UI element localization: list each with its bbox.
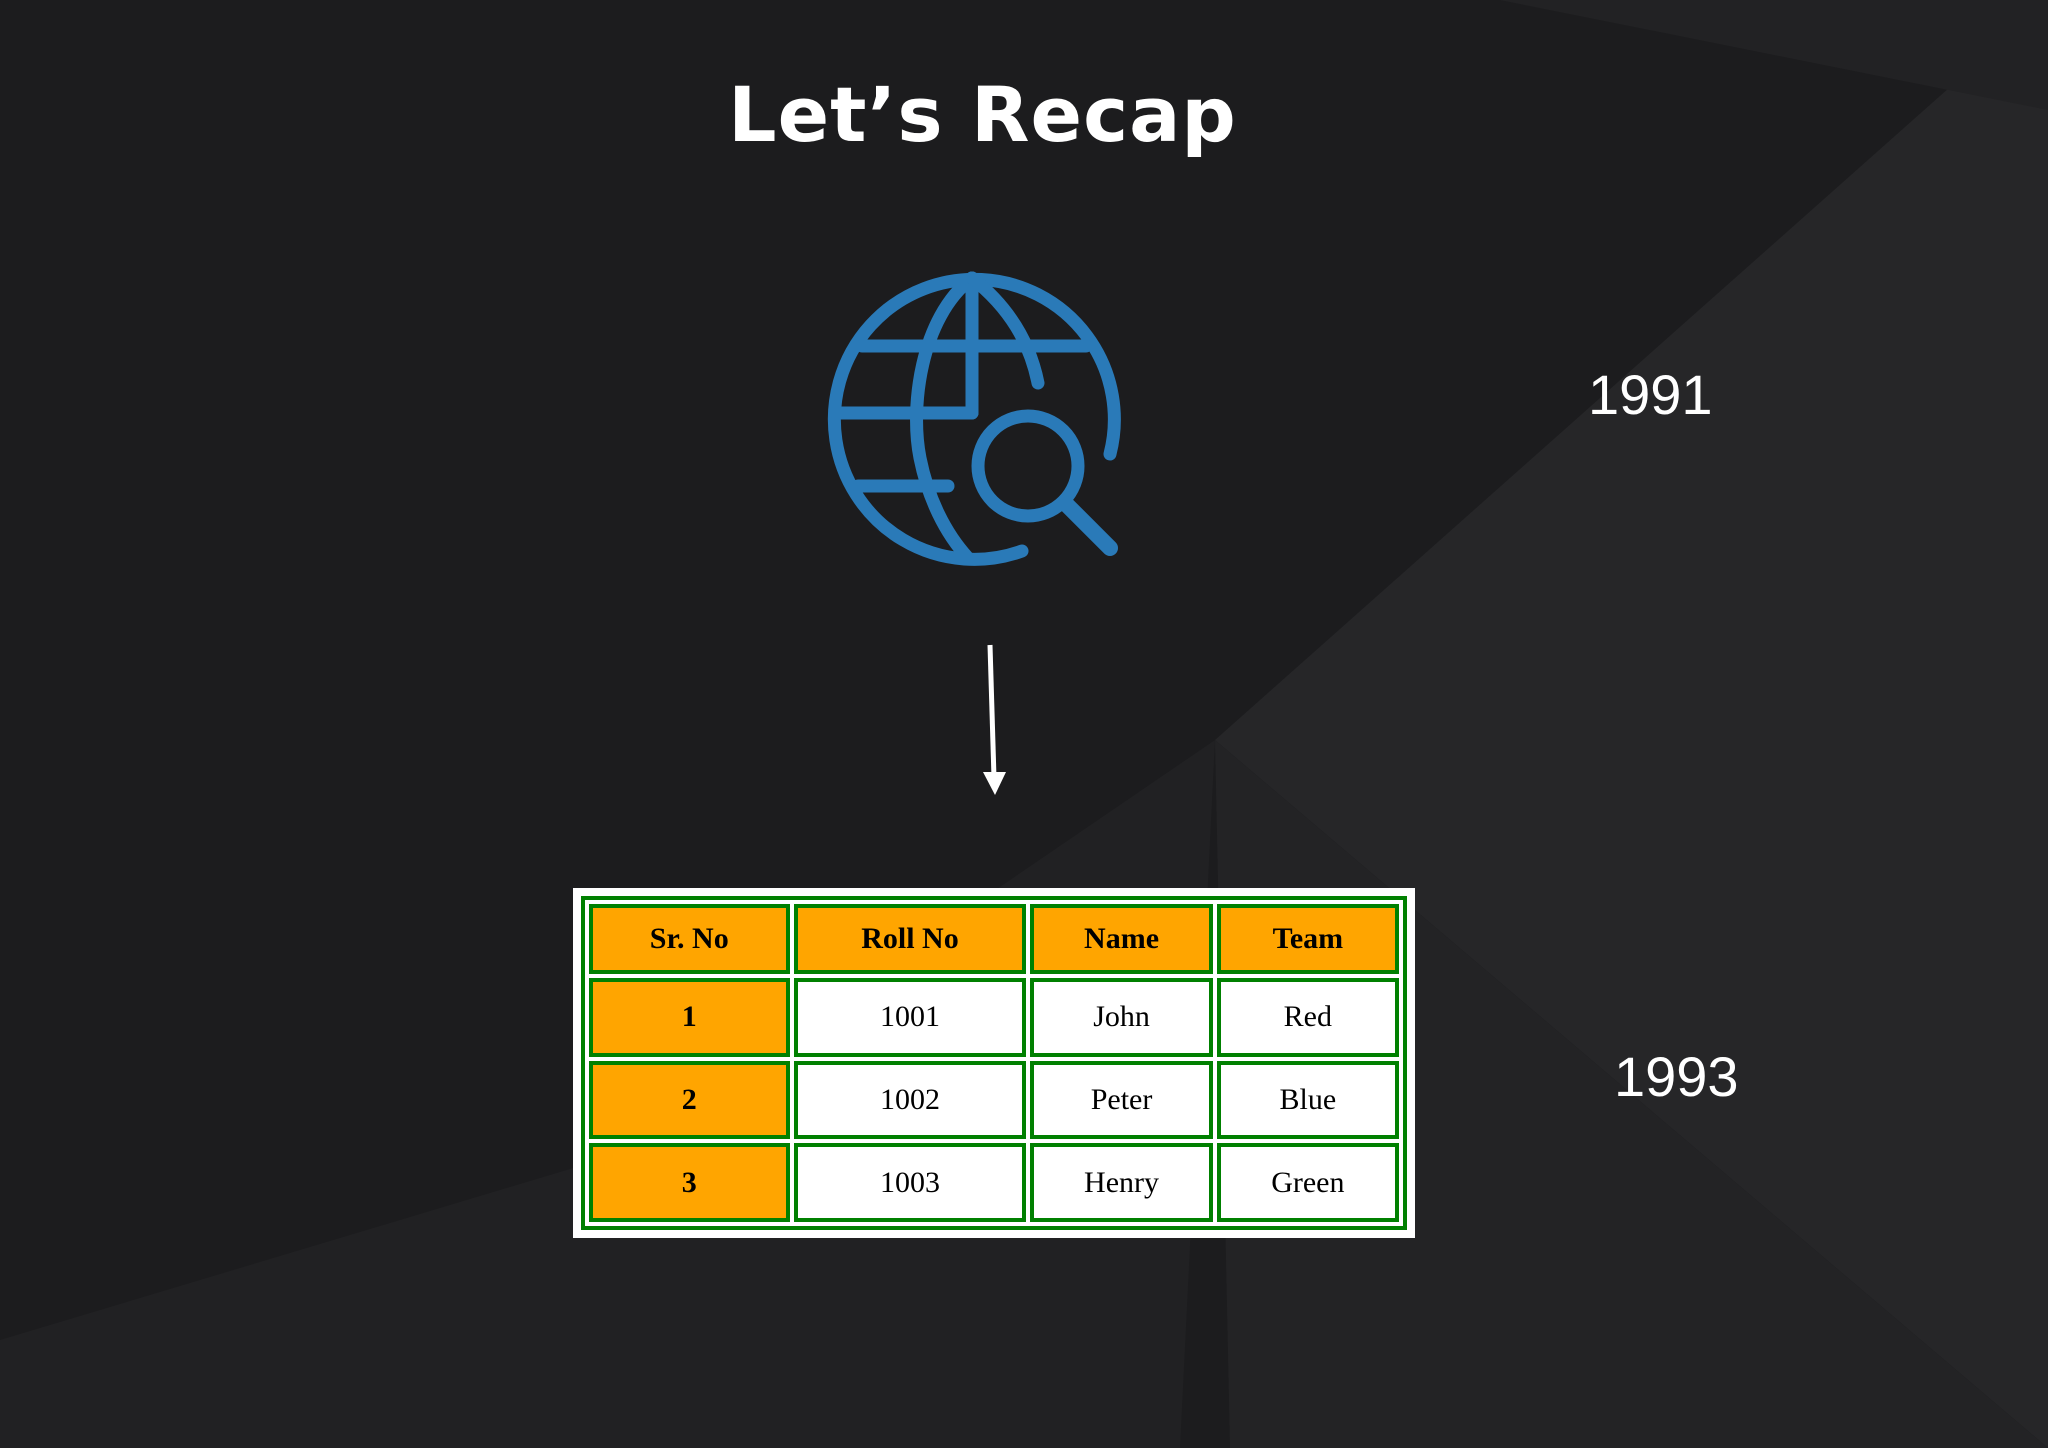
year-label-1993: 1993 [1614, 1045, 1739, 1108]
cell-team: Red [1216, 978, 1399, 1057]
student-table: Sr. No Roll No Name Team 1 1001 John Red… [581, 896, 1407, 1230]
cell-sr-no: 3 [589, 1143, 790, 1222]
arrow-down-icon [983, 644, 1006, 795]
cell-roll-no: 1003 [793, 1143, 1027, 1222]
cell-sr-no: 1 [589, 978, 790, 1057]
cell-sr-no: 2 [589, 1060, 790, 1140]
cell-name: Peter [1030, 1060, 1213, 1140]
table-row: 3 1003 Henry Green [589, 1143, 1399, 1222]
globe-search-icon [827, 271, 1121, 566]
cell-team: Green [1216, 1143, 1399, 1222]
html-table-example: Sr. No Roll No Name Team 1 1001 John Red… [573, 888, 1415, 1238]
header-name: Name [1030, 904, 1213, 974]
slide-title: Let’s Recap [728, 70, 1237, 159]
year-label-1991: 1991 [1588, 363, 1713, 426]
header-roll-no: Roll No [793, 904, 1027, 974]
cell-name: John [1030, 978, 1213, 1057]
cell-roll-no: 1002 [793, 1060, 1027, 1140]
table-header-row: Sr. No Roll No Name Team [589, 904, 1399, 974]
header-team: Team [1216, 904, 1399, 974]
table-row: 2 1002 Peter Blue [589, 1060, 1399, 1140]
cell-name: Henry [1030, 1143, 1213, 1222]
table-row: 1 1001 John Red [589, 978, 1399, 1057]
header-sr-no: Sr. No [589, 904, 790, 974]
cell-roll-no: 1001 [793, 978, 1027, 1057]
cell-team: Blue [1216, 1060, 1399, 1140]
